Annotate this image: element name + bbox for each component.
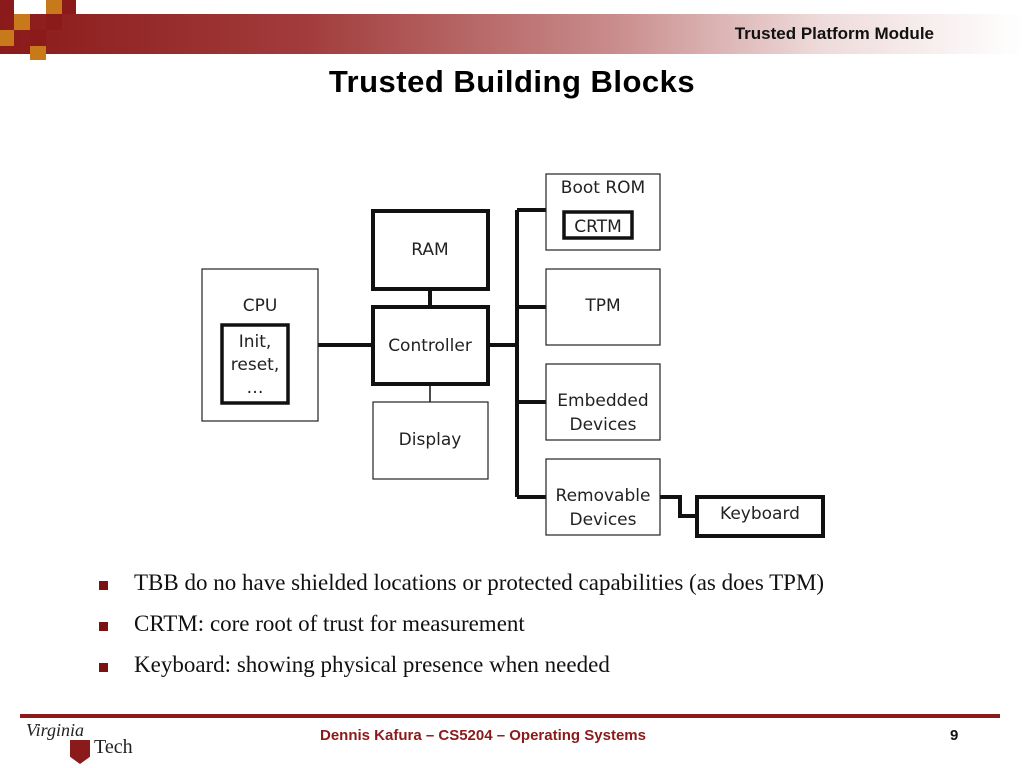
keyboard-label: Keyboard [720,504,800,524]
decorative-square [46,0,62,14]
decorative-square [0,30,14,46]
display-box [372,401,489,480]
display-label: Display [399,430,462,450]
removable-devices-box [545,458,661,536]
embedded-devices-box [545,363,661,441]
bus-lines [318,208,697,518]
tpm-label: TPM [584,296,620,316]
header-bar [0,14,1024,54]
bullet-item: CRTM: core root of trust for measurement [96,611,824,652]
crtm-box [562,210,634,240]
bullet-item: Keyboard: showing physical presence when… [96,652,824,693]
logo-shield-icon [70,740,90,764]
boot-rom-label: Boot ROM [561,178,645,198]
logo-word-virginia: Virginia [26,720,84,740]
tpm-box [545,268,661,346]
controller-box [371,305,490,386]
decorative-square [30,46,46,60]
crtm-label: CRTM [574,217,622,237]
page-number: 9 [950,727,959,744]
tbb-diagram: CPU Init, reset, … RAM Controller Displa… [201,173,825,538]
ram-box [371,209,490,291]
decorative-square [0,0,14,14]
logo-word-tech: Tech [94,736,133,758]
footer-rule [20,714,1000,718]
square-bullet-icon [99,663,108,672]
bullet-text: Keyboard: showing physical presence when… [134,652,610,677]
bullet-list: TBB do no have shielded locations or pro… [96,570,824,693]
square-bullet-icon [99,581,108,590]
ram-label: RAM [411,240,448,260]
slide-title: Trusted Building Blocks [328,64,696,99]
cpu-init-box [220,323,290,405]
header-title: Trusted Platform Module [734,24,934,43]
decorative-square [62,0,76,14]
decorative-square [46,14,62,30]
square-bullet-icon [99,622,108,631]
removable-label-line2: Devices [570,510,637,530]
bullet-text: TBB do no have shielded locations or pro… [134,570,825,595]
decorative-square [14,14,30,30]
embedded-label-line1: Embedded [557,391,648,411]
removable-keyboard-link [660,495,697,518]
cpu-init-line3: … [247,378,264,398]
cpu-init-line1: Init, [239,332,272,352]
embedded-label-line2: Devices [570,415,637,435]
keyboard-box [695,495,825,538]
removable-label-line1: Removable [556,486,651,506]
decorative-square [30,30,46,46]
bullet-text: CRTM: core root of trust for measurement [134,611,525,636]
cpu-init-line2: reset, [231,355,279,375]
controller-label: Controller [388,336,472,356]
bullet-item: TBB do no have shielded locations or pro… [96,570,824,611]
cpu-label: CPU [243,296,278,316]
virginia-tech-logo: Virginia Tech [24,720,134,764]
footer-course-text: Dennis Kafura – CS5204 – Operating Syste… [320,727,646,744]
